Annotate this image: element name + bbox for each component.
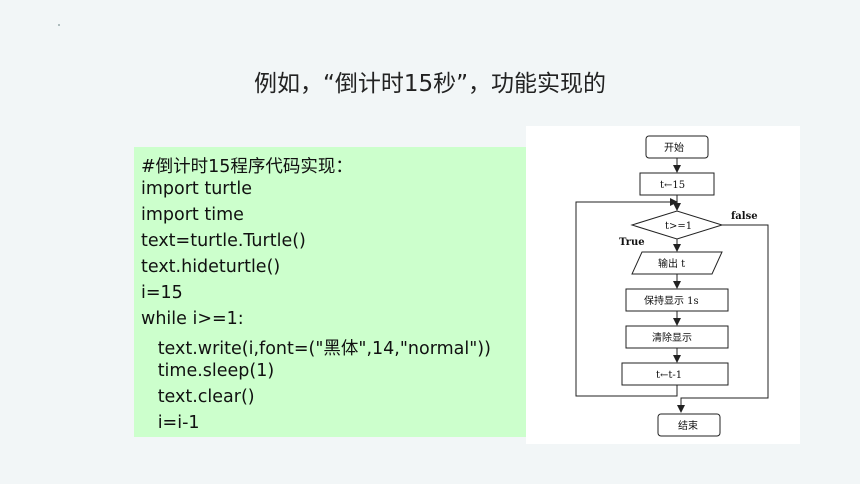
- code-line: text=turtle.Turtle(): [141, 231, 306, 251]
- decrement-label: t←t-1: [656, 370, 682, 381]
- decorative-dot: [58, 24, 60, 26]
- code-block: #倒计时15程序代码实现： import turtle import time …: [134, 147, 536, 437]
- code-line: import turtle: [141, 179, 252, 199]
- end-label: 结束: [678, 419, 698, 432]
- decrement-node: [621, 362, 729, 386]
- clear-label: 清除显示: [652, 331, 692, 344]
- true-label: True: [619, 237, 645, 248]
- code-line: time.sleep(1): [141, 361, 275, 381]
- false-label: false: [731, 211, 758, 222]
- code-line: #倒计时15程序代码实现：: [141, 157, 353, 177]
- flowchart: 开始 t←15 t>=1 True false 输出 t 保持显示 1s 清除显…: [526, 126, 800, 444]
- false-branch-arrow: [677, 224, 769, 413]
- code-line: import time: [141, 205, 244, 225]
- flowchart-svg: 开始 t←15 t>=1 True false 输出 t 保持显示 1s 清除显…: [575, 135, 769, 437]
- init-label: t←15: [660, 180, 685, 191]
- code-line: text.hideturtle(): [141, 257, 281, 277]
- end-node: [657, 413, 721, 437]
- loop-back-arrow: [575, 198, 678, 397]
- code-line: i=i-1: [141, 413, 200, 433]
- code-line: while i>=1:: [141, 309, 244, 329]
- output-node: [631, 251, 723, 275]
- hold-label: 保持显示 1s: [644, 294, 699, 307]
- code-line: i=15: [141, 283, 183, 303]
- code-line: text.clear(): [141, 387, 255, 407]
- slide-title: 例如，“倒计时15秒”，功能实现的: [253, 71, 607, 97]
- code-line: text.write(i,font=("黑体",14,"normal")): [141, 339, 491, 359]
- output-label: 输出 t: [658, 257, 685, 270]
- condition-label: t>=1: [665, 221, 692, 232]
- start-label: 开始: [664, 141, 684, 154]
